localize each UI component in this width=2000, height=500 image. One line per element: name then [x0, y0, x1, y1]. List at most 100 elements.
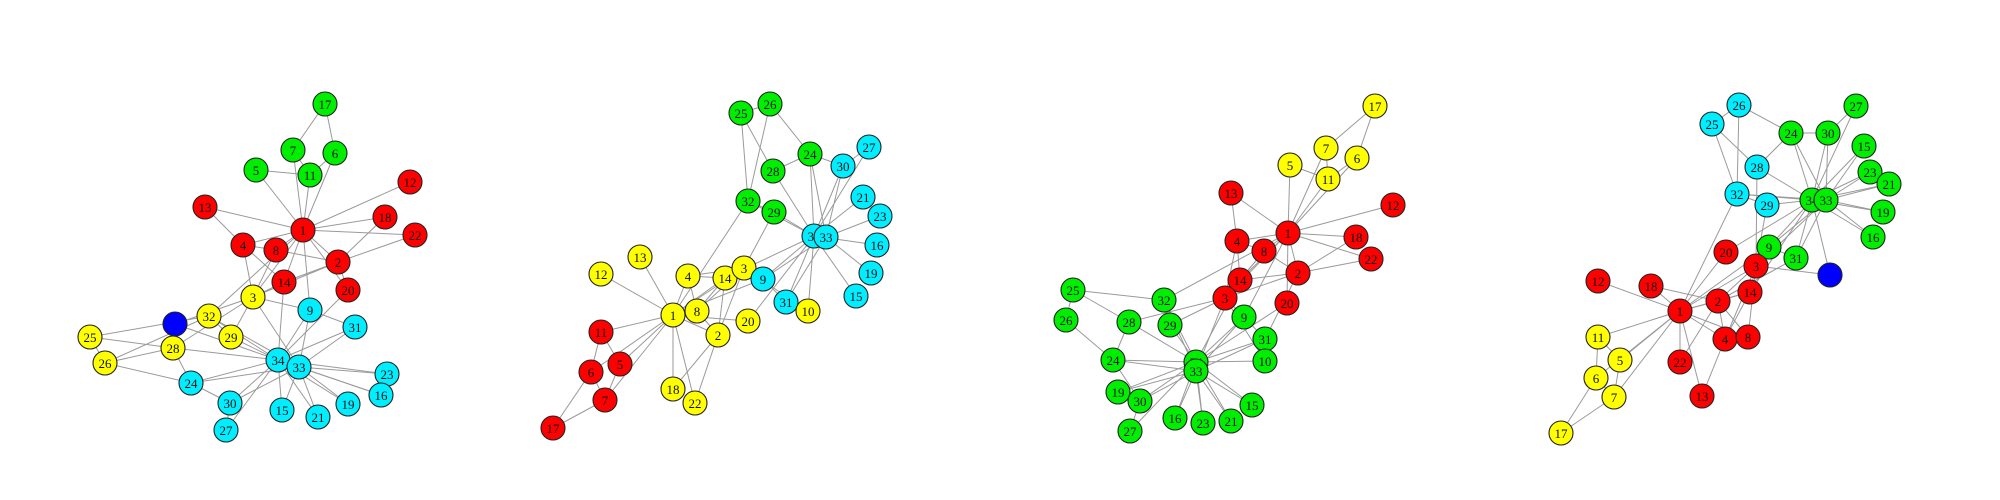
node-label: 24 [185, 376, 199, 391]
node-22: 22 [1667, 349, 1693, 375]
node-label: 23 [1864, 165, 1877, 180]
edge-12-1 [1597, 280, 1681, 312]
node-circle [1601, 384, 1627, 410]
node-29: 29 [1157, 312, 1183, 338]
node-label: 34 [272, 353, 286, 368]
node-circle [178, 370, 204, 396]
node-label: 27 [863, 140, 877, 155]
node-label: 15 [1858, 139, 1871, 154]
node-label: 26 [764, 97, 778, 112]
node-18: 18 [1638, 273, 1664, 299]
node-6: 6 [322, 140, 348, 166]
node-12: 12 [588, 261, 614, 287]
node-13: 13 [627, 244, 653, 270]
edge-10-34 [1811, 199, 1831, 276]
node-5: 5 [243, 157, 269, 183]
node-2: 2 [1285, 260, 1311, 286]
node-label: 2 [1715, 294, 1722, 309]
node-8: 8 [1735, 324, 1761, 350]
edge-5-1 [255, 169, 304, 231]
edge-31-34 [277, 326, 356, 361]
edge-23-33 [298, 366, 388, 375]
node-circle [1251, 238, 1277, 264]
node-33: 33 [286, 354, 312, 380]
node-circle [728, 100, 754, 126]
node-25: 25 [728, 100, 754, 126]
edge-34-20 [747, 235, 815, 322]
node-label: 21 [312, 410, 325, 425]
node-circle [750, 266, 776, 292]
edge-20-34 [1725, 199, 1813, 253]
node-label: 30 [1134, 394, 1147, 409]
node-11: 11 [1585, 324, 1611, 350]
node-circle [858, 260, 884, 286]
node-circle [1277, 152, 1303, 178]
node-label: 15 [276, 403, 289, 418]
node-14: 14 [712, 265, 738, 291]
node-32: 32 [1724, 181, 1750, 207]
edge-24-33 [1790, 132, 1827, 201]
edge-1-7 [1613, 310, 1681, 398]
node-label: 16 [1867, 230, 1881, 245]
node-label: 1 [670, 308, 677, 323]
node-circle [1127, 388, 1153, 414]
node-label: 30 [1822, 126, 1835, 141]
node-2: 2 [325, 249, 351, 275]
node-label: 18 [379, 210, 392, 225]
node-label: 20 [742, 314, 755, 329]
node-label: 11 [595, 325, 608, 340]
node-label: 12 [595, 267, 608, 282]
node-label: 31 [780, 295, 793, 310]
node-label: 9 [1766, 240, 1773, 255]
node-circle [1756, 234, 1782, 260]
node-label: 1 [1677, 304, 1684, 319]
node-circle [1689, 383, 1715, 409]
node-label: 33 [293, 360, 306, 375]
edge-18-1 [302, 216, 386, 231]
node-label: 29 [1164, 318, 1177, 333]
edge-1-13 [1679, 310, 1703, 397]
node-circle [1713, 239, 1739, 265]
node-label: 4 [240, 238, 247, 253]
node-label: 26 [99, 356, 113, 371]
node-circle [850, 184, 876, 210]
node-circle [342, 314, 368, 340]
node-circle [1583, 365, 1609, 391]
node-32: 32 [735, 188, 761, 214]
edge-3-1 [252, 229, 304, 298]
node-label: 2 [715, 328, 722, 343]
node-circle [843, 283, 869, 309]
node-17: 17 [312, 91, 338, 117]
node-circle [1380, 192, 1406, 218]
edge-20-34 [277, 289, 349, 361]
node-circle [1857, 159, 1883, 185]
node-circle [217, 390, 243, 416]
node-label: 12 [1592, 274, 1605, 289]
edge-28-34 [772, 170, 815, 237]
node-label: 26 [1060, 313, 1074, 328]
node-31: 31 [1783, 245, 1809, 271]
node-circle [1667, 298, 1693, 324]
node-circle [1585, 268, 1611, 294]
edge-22-2 [337, 234, 416, 263]
node-19: 19 [335, 391, 361, 417]
node-20: 20 [1713, 239, 1739, 265]
edge-12-1 [1287, 204, 1394, 234]
node-circle [263, 237, 289, 263]
node-3: 3 [240, 284, 266, 310]
node-24: 24 [178, 370, 204, 396]
node-16: 16 [864, 232, 890, 258]
node-30: 30 [1815, 120, 1841, 146]
node-circle [760, 158, 786, 184]
node-label: 8 [1261, 244, 1268, 259]
node-circle [1218, 180, 1244, 206]
edge-1-22 [672, 314, 696, 404]
node-label: 6 [1593, 371, 1600, 386]
node-6: 6 [1344, 145, 1370, 171]
edge-3-28 [1755, 166, 1758, 267]
node-33: 33 [1813, 187, 1839, 213]
node-label: 3 [741, 261, 748, 276]
node-label: 27 [1850, 99, 1864, 114]
